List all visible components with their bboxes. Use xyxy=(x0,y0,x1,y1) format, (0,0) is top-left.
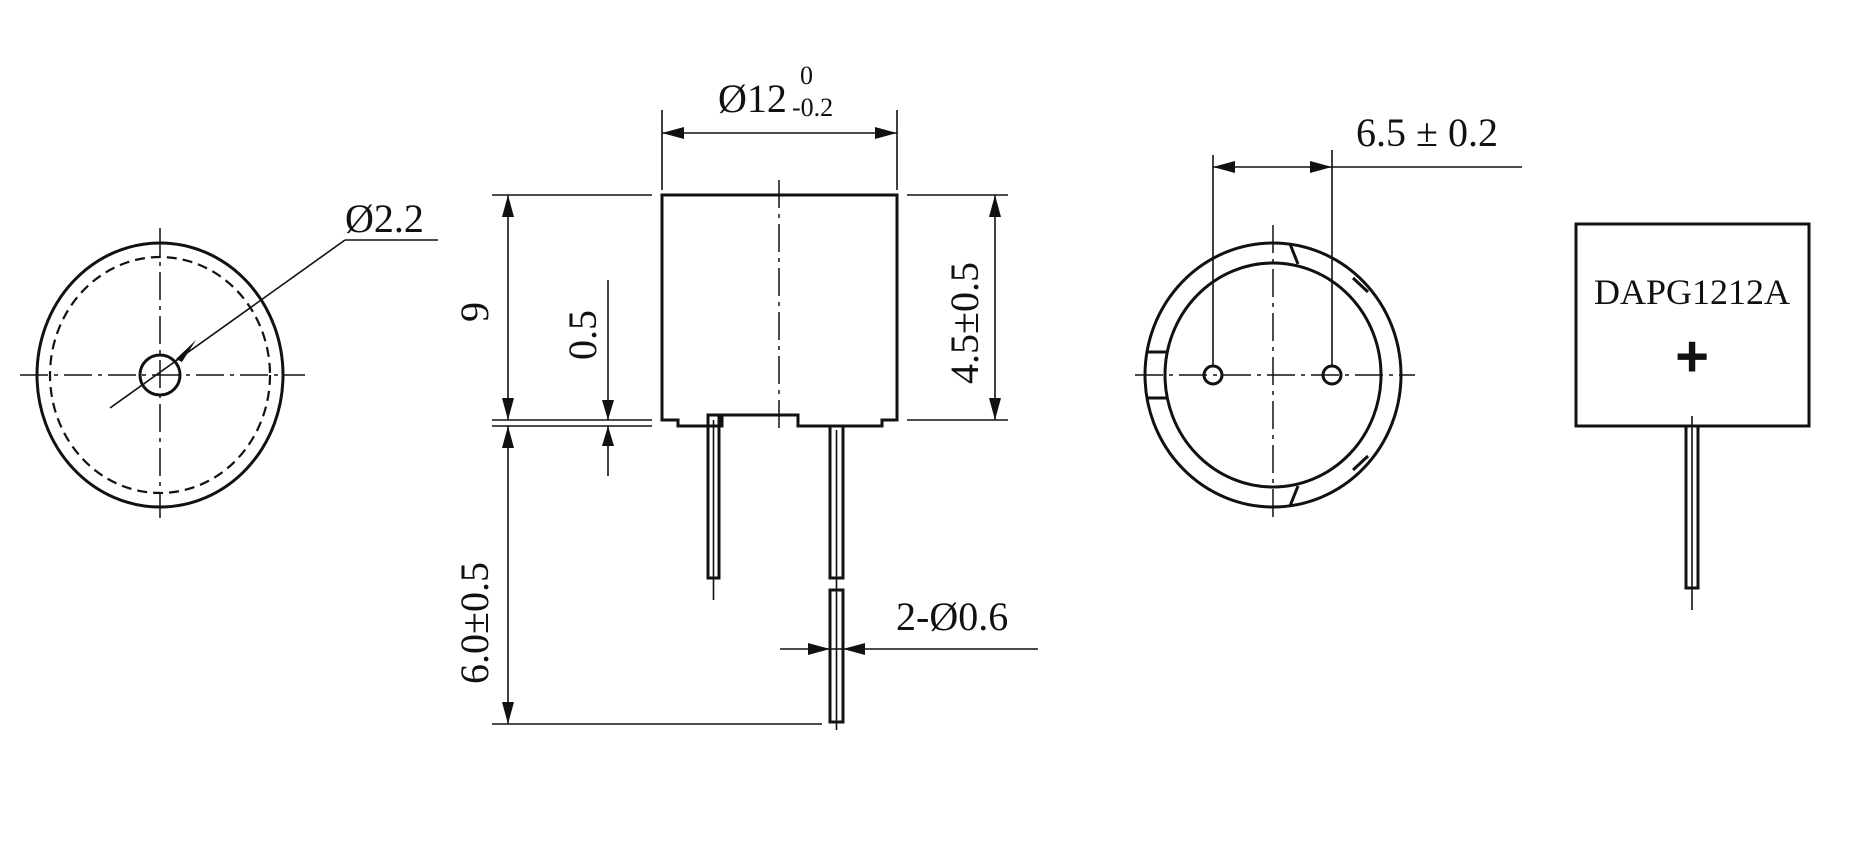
marking-view: DAPG1212A + xyxy=(1574,222,1811,610)
side-view-body-outline xyxy=(660,193,899,428)
hole-diameter-arrow xyxy=(176,340,196,362)
rim-mark-bottom xyxy=(1288,485,1300,507)
base-gap-label: 0.5 xyxy=(560,310,605,360)
rim-mark-top xyxy=(1288,243,1300,265)
body-diameter-upper-tolerance: 0 xyxy=(800,61,813,90)
pin-spacing-label: 6.5 ± 0.2 xyxy=(1356,110,1498,155)
pin-length-arrow-top xyxy=(502,426,514,448)
pin-diameter-arrow-left xyxy=(808,643,830,655)
pin-length-label: 6.0±0.5 xyxy=(452,562,497,684)
gap-arrow-bottom xyxy=(602,426,614,446)
height-arrow-bottom xyxy=(502,398,514,420)
body-diameter-label: Ø12 xyxy=(718,76,787,121)
part-number-label: DAPG1212A xyxy=(1594,272,1790,312)
side-view: Ø12 0 -0.2 9 0.5 4.5±0.5 6.0±0.5 xyxy=(452,61,1038,730)
body-diameter-arrow-left xyxy=(662,127,684,139)
pin-height-arrow-top xyxy=(989,195,1001,217)
top-view: Ø2.2 xyxy=(20,196,438,518)
pin-diameter-arrow-right xyxy=(843,643,865,655)
pin-spacing-arrow-right xyxy=(1310,161,1332,173)
bottom-view: 6.5 ± 0.2 xyxy=(1135,110,1522,520)
height-arrow-top xyxy=(502,195,514,217)
gap-arrow-top xyxy=(602,400,614,420)
pin-height-label: 4.5±0.5 xyxy=(942,262,987,384)
rim-mark-lower-right xyxy=(1351,454,1370,472)
total-height-label: 9 xyxy=(452,302,497,322)
rim-mark-upper-right xyxy=(1351,276,1370,294)
pin-height-arrow-bottom xyxy=(989,398,1001,420)
body-diameter-arrow-right xyxy=(875,127,897,139)
hole-diameter-label: Ø2.2 xyxy=(345,196,424,241)
pin-diameter-label: 2-Ø0.6 xyxy=(896,594,1008,639)
hole-diameter-leader xyxy=(109,239,346,409)
polarity-plus-label: + xyxy=(1675,324,1709,389)
body-diameter-lower-tolerance: -0.2 xyxy=(792,93,833,122)
pin-spacing-arrow-left xyxy=(1213,161,1235,173)
pin-length-arrow-bottom xyxy=(502,702,514,724)
